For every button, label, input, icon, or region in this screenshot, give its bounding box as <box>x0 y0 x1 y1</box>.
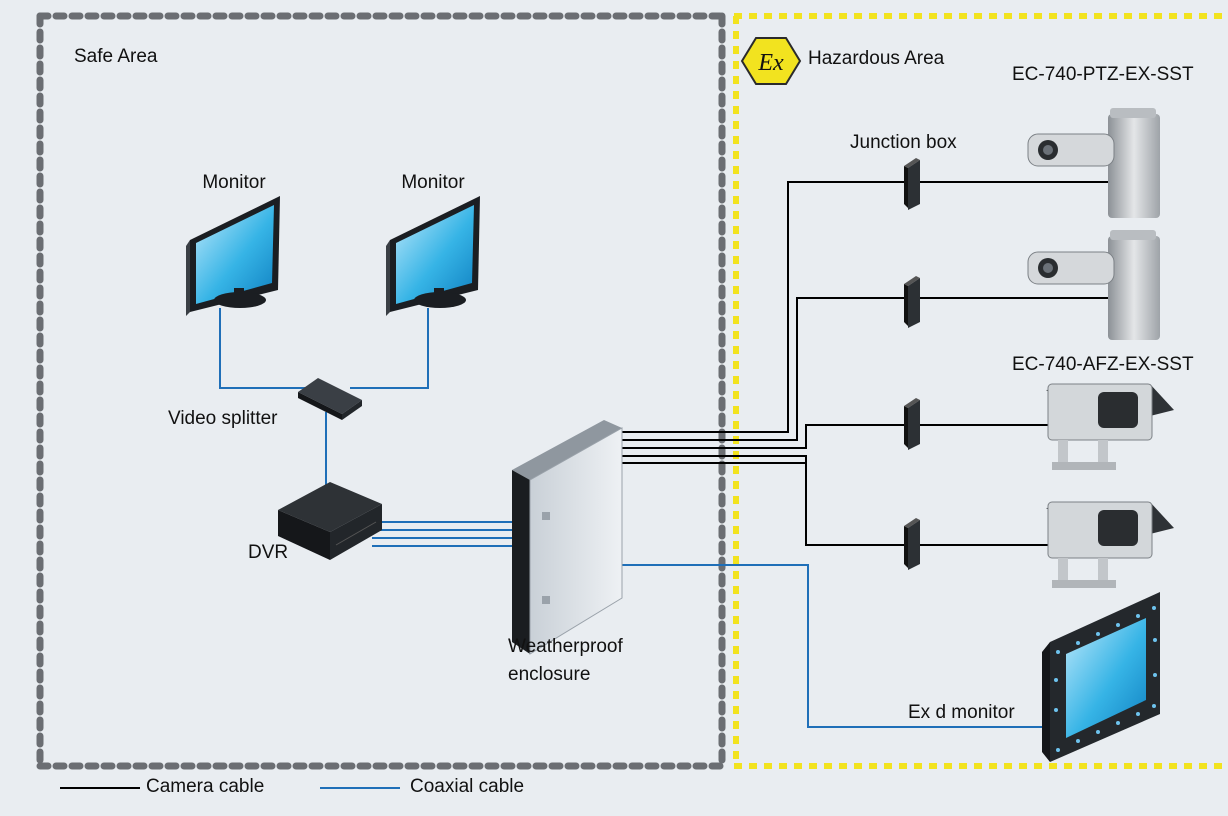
legend-camera-cable-label: Camera cable <box>146 776 265 797</box>
ptz-camera-2-icon <box>1027 230 1160 340</box>
video-splitter-label: Video splitter <box>168 408 278 429</box>
weatherproof-enclosure-icon <box>512 420 623 655</box>
monitor-right-label: Monitor <box>401 172 465 193</box>
junction-box-icons <box>904 158 920 570</box>
monitor-right-icon <box>386 196 480 316</box>
legend-camera-cable-swatch <box>60 787 140 789</box>
ex-d-monitor-label: Ex d monitor <box>908 702 1015 723</box>
coaxial-cables <box>219 308 1046 728</box>
junction-box-label: Junction box <box>850 132 957 153</box>
ex-symbol-icon: Ex <box>740 37 802 85</box>
hazardous-area-label: Hazardous Area <box>808 48 945 69</box>
safe-area-border <box>36 12 726 770</box>
junction-box-4-icon <box>904 518 920 570</box>
camera-cables <box>622 181 1108 546</box>
afz-camera-2-icon <box>1046 501 1174 588</box>
junction-box-3-icon <box>904 398 920 450</box>
safe-area-label: Safe Area <box>74 46 158 67</box>
enclosure-label-line2: enclosure <box>508 664 591 685</box>
video-splitter-icon <box>298 378 362 420</box>
junction-box-2-icon <box>904 276 920 328</box>
ptz-camera-1-icon <box>1027 108 1160 218</box>
camera-group-2-label: EC-740-AFZ-EX-SST <box>1012 354 1194 375</box>
legend-coaxial-cable-label: Coaxial cable <box>410 776 525 797</box>
junction-box-1-icon <box>904 158 920 210</box>
svg-text:Ex: Ex <box>757 50 784 76</box>
monitor-left-icon <box>186 196 280 316</box>
ex-d-monitor-icon <box>1042 592 1160 762</box>
dvr-icon <box>278 482 382 560</box>
dvr-label: DVR <box>248 542 289 563</box>
camera-group-1-label: EC-740-PTZ-EX-SST <box>1012 64 1194 85</box>
legend-coaxial-cable-swatch <box>320 787 400 789</box>
hazardous-area-border <box>733 13 1228 769</box>
afz-camera-1-icon <box>1046 383 1174 470</box>
monitor-left-label: Monitor <box>202 172 266 193</box>
enclosure-label-line1: Weatherproof <box>508 636 623 657</box>
